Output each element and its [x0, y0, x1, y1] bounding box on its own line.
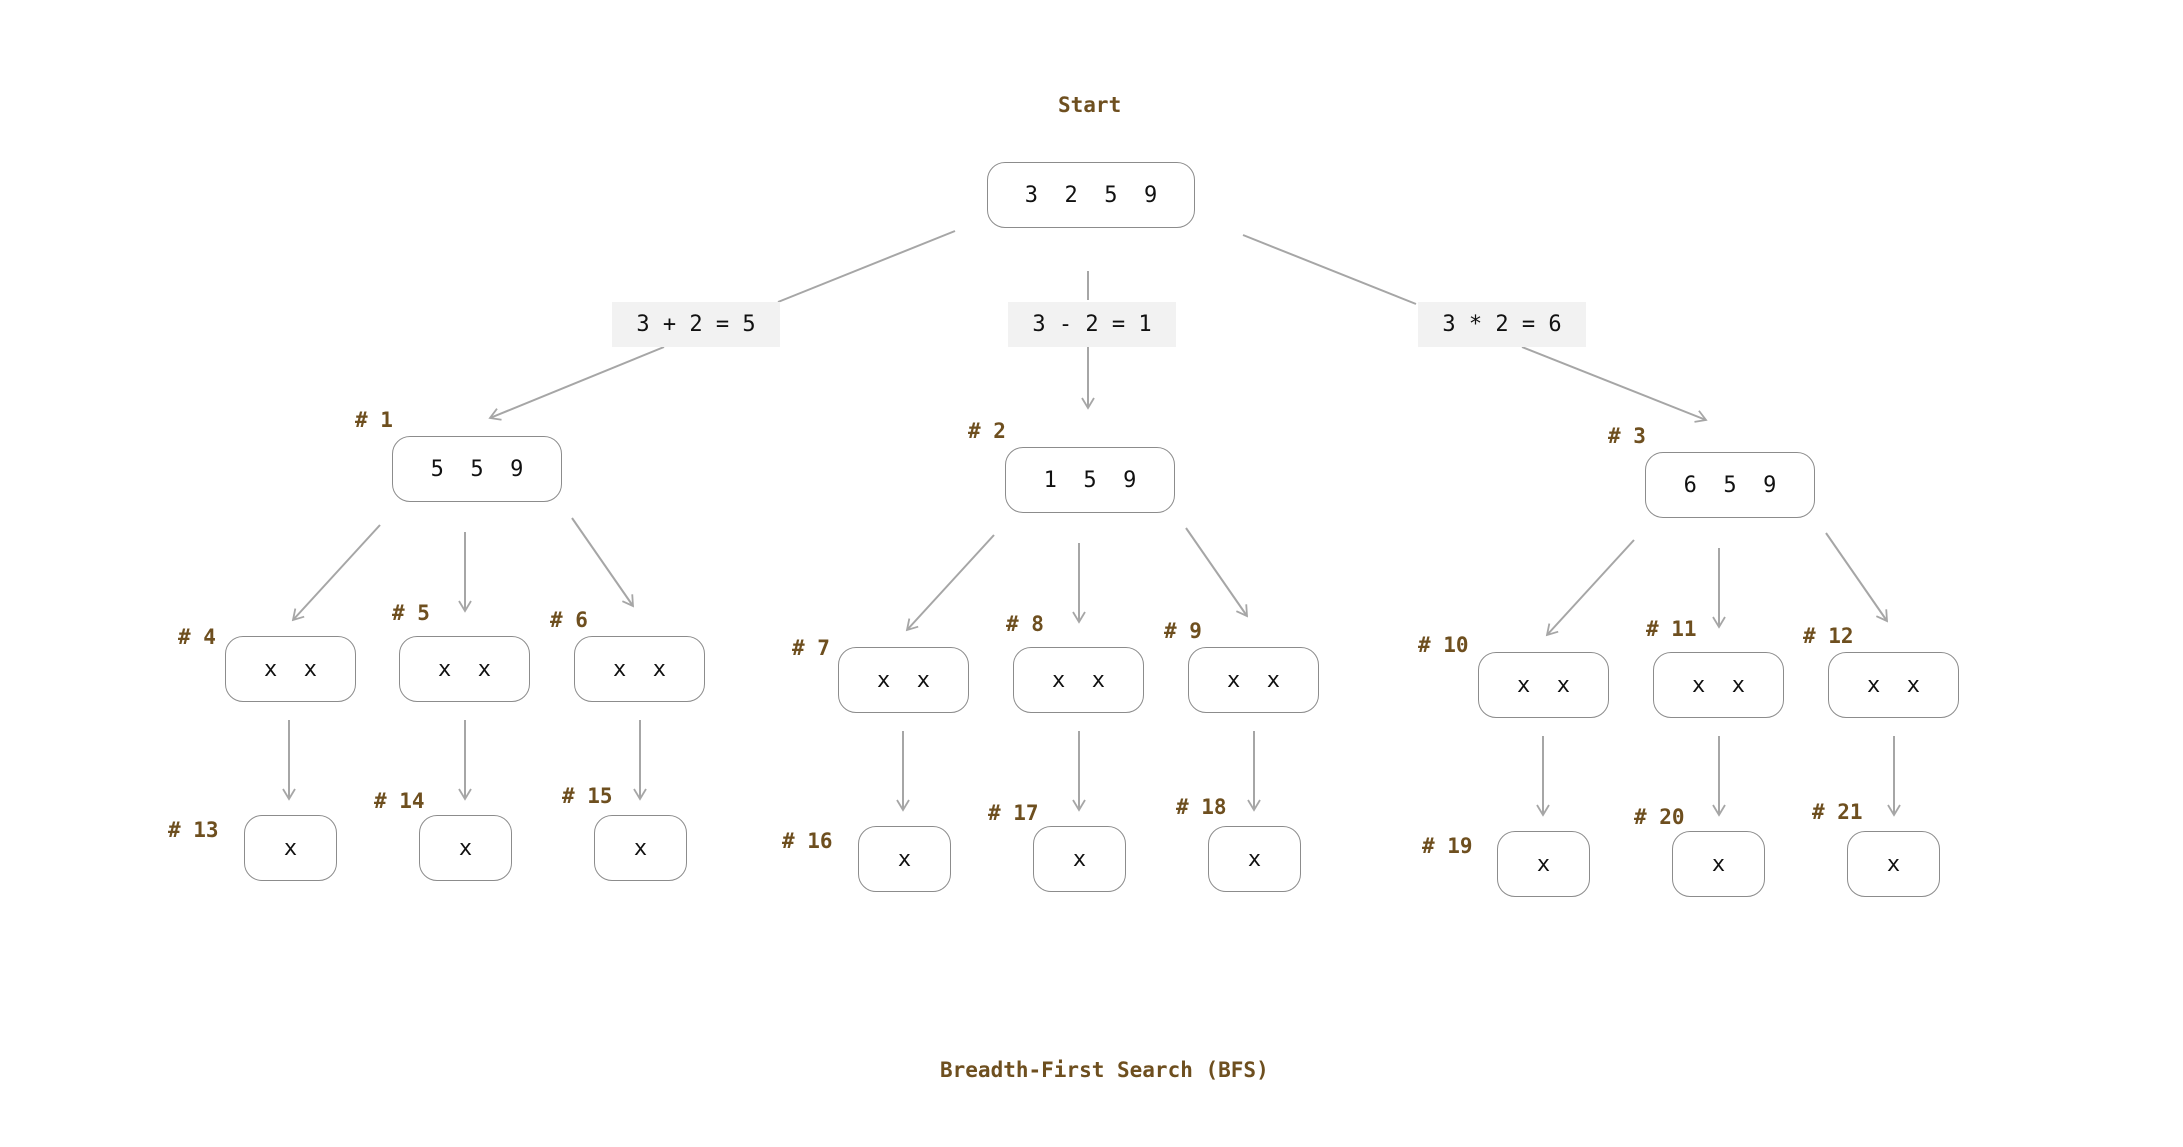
node-tag: # 9 [1164, 619, 1202, 643]
node-level2: x x [1188, 647, 1319, 713]
node-level3: x [1847, 831, 1940, 897]
operation-label-add: 3 + 2 = 5 [612, 302, 780, 347]
node-level1: 6 5 9 [1645, 452, 1815, 518]
edge-n2-n7 [905, 534, 995, 632]
node-tag: # 1 [355, 408, 393, 432]
node-level3: x [858, 826, 951, 892]
operation-label-multiply: 3 * 2 = 6 [1418, 302, 1586, 347]
node-tag: # 14 [374, 789, 425, 813]
node-level2: x x [1478, 652, 1609, 718]
node-level3: x [419, 815, 512, 881]
node-tag: # 11 [1646, 617, 1697, 641]
node-level2: x x [399, 636, 530, 702]
diagram-title: Breadth-First Search (BFS) [940, 1058, 1269, 1082]
node-level2: x x [838, 647, 969, 713]
node-tag: # 5 [392, 601, 430, 625]
node-level2: x x [225, 636, 356, 702]
node-level3: x [1208, 826, 1301, 892]
start-label: Start [1058, 93, 1122, 117]
node-level1: 1 5 9 [1005, 447, 1175, 513]
node-tag: # 17 [988, 801, 1039, 825]
node-level3: x [1672, 831, 1765, 897]
node-tag: # 20 [1634, 805, 1685, 829]
node-tag: # 15 [562, 784, 613, 808]
node-level2: x x [1653, 652, 1784, 718]
node-level3: x [244, 815, 337, 881]
node-tag: # 6 [550, 608, 588, 632]
node-tag: # 2 [968, 419, 1006, 443]
edge-op3-n3 [1521, 346, 1708, 423]
edge-root-op1 [777, 230, 956, 303]
node-level2: x x [1828, 652, 1959, 718]
edge-op1-n1 [488, 346, 665, 421]
edge-n1-n4 [291, 524, 381, 622]
node-tag: # 21 [1812, 800, 1863, 824]
node-level3: x [1497, 831, 1590, 897]
node-tag: # 18 [1176, 795, 1227, 819]
node-tag: # 10 [1418, 633, 1469, 657]
node-tag: # 12 [1803, 624, 1854, 648]
node-tag: # 16 [782, 829, 833, 853]
node-level3: x [1033, 826, 1126, 892]
node-tag: # 13 [168, 818, 219, 842]
node-tag: # 8 [1006, 612, 1044, 636]
node-tag: # 19 [1422, 834, 1473, 858]
edge-n3-n12 [1825, 532, 1888, 623]
operation-label-subtract: 3 - 2 = 1 [1008, 302, 1176, 347]
edge-n2-n9 [1185, 527, 1248, 618]
node-level2: x x [1013, 647, 1144, 713]
node-tag: # 7 [792, 636, 830, 660]
node-tag: # 3 [1608, 424, 1646, 448]
node-level1: 5 5 9 [392, 436, 562, 502]
root-node: 3 2 5 9 [987, 162, 1195, 228]
edge-n3-n10 [1545, 539, 1635, 637]
edge-root-op3 [1242, 234, 1417, 305]
node-level2: x x [574, 636, 705, 702]
edge-n1-n6 [571, 517, 634, 608]
node-level3: x [594, 815, 687, 881]
node-tag: # 4 [178, 625, 216, 649]
